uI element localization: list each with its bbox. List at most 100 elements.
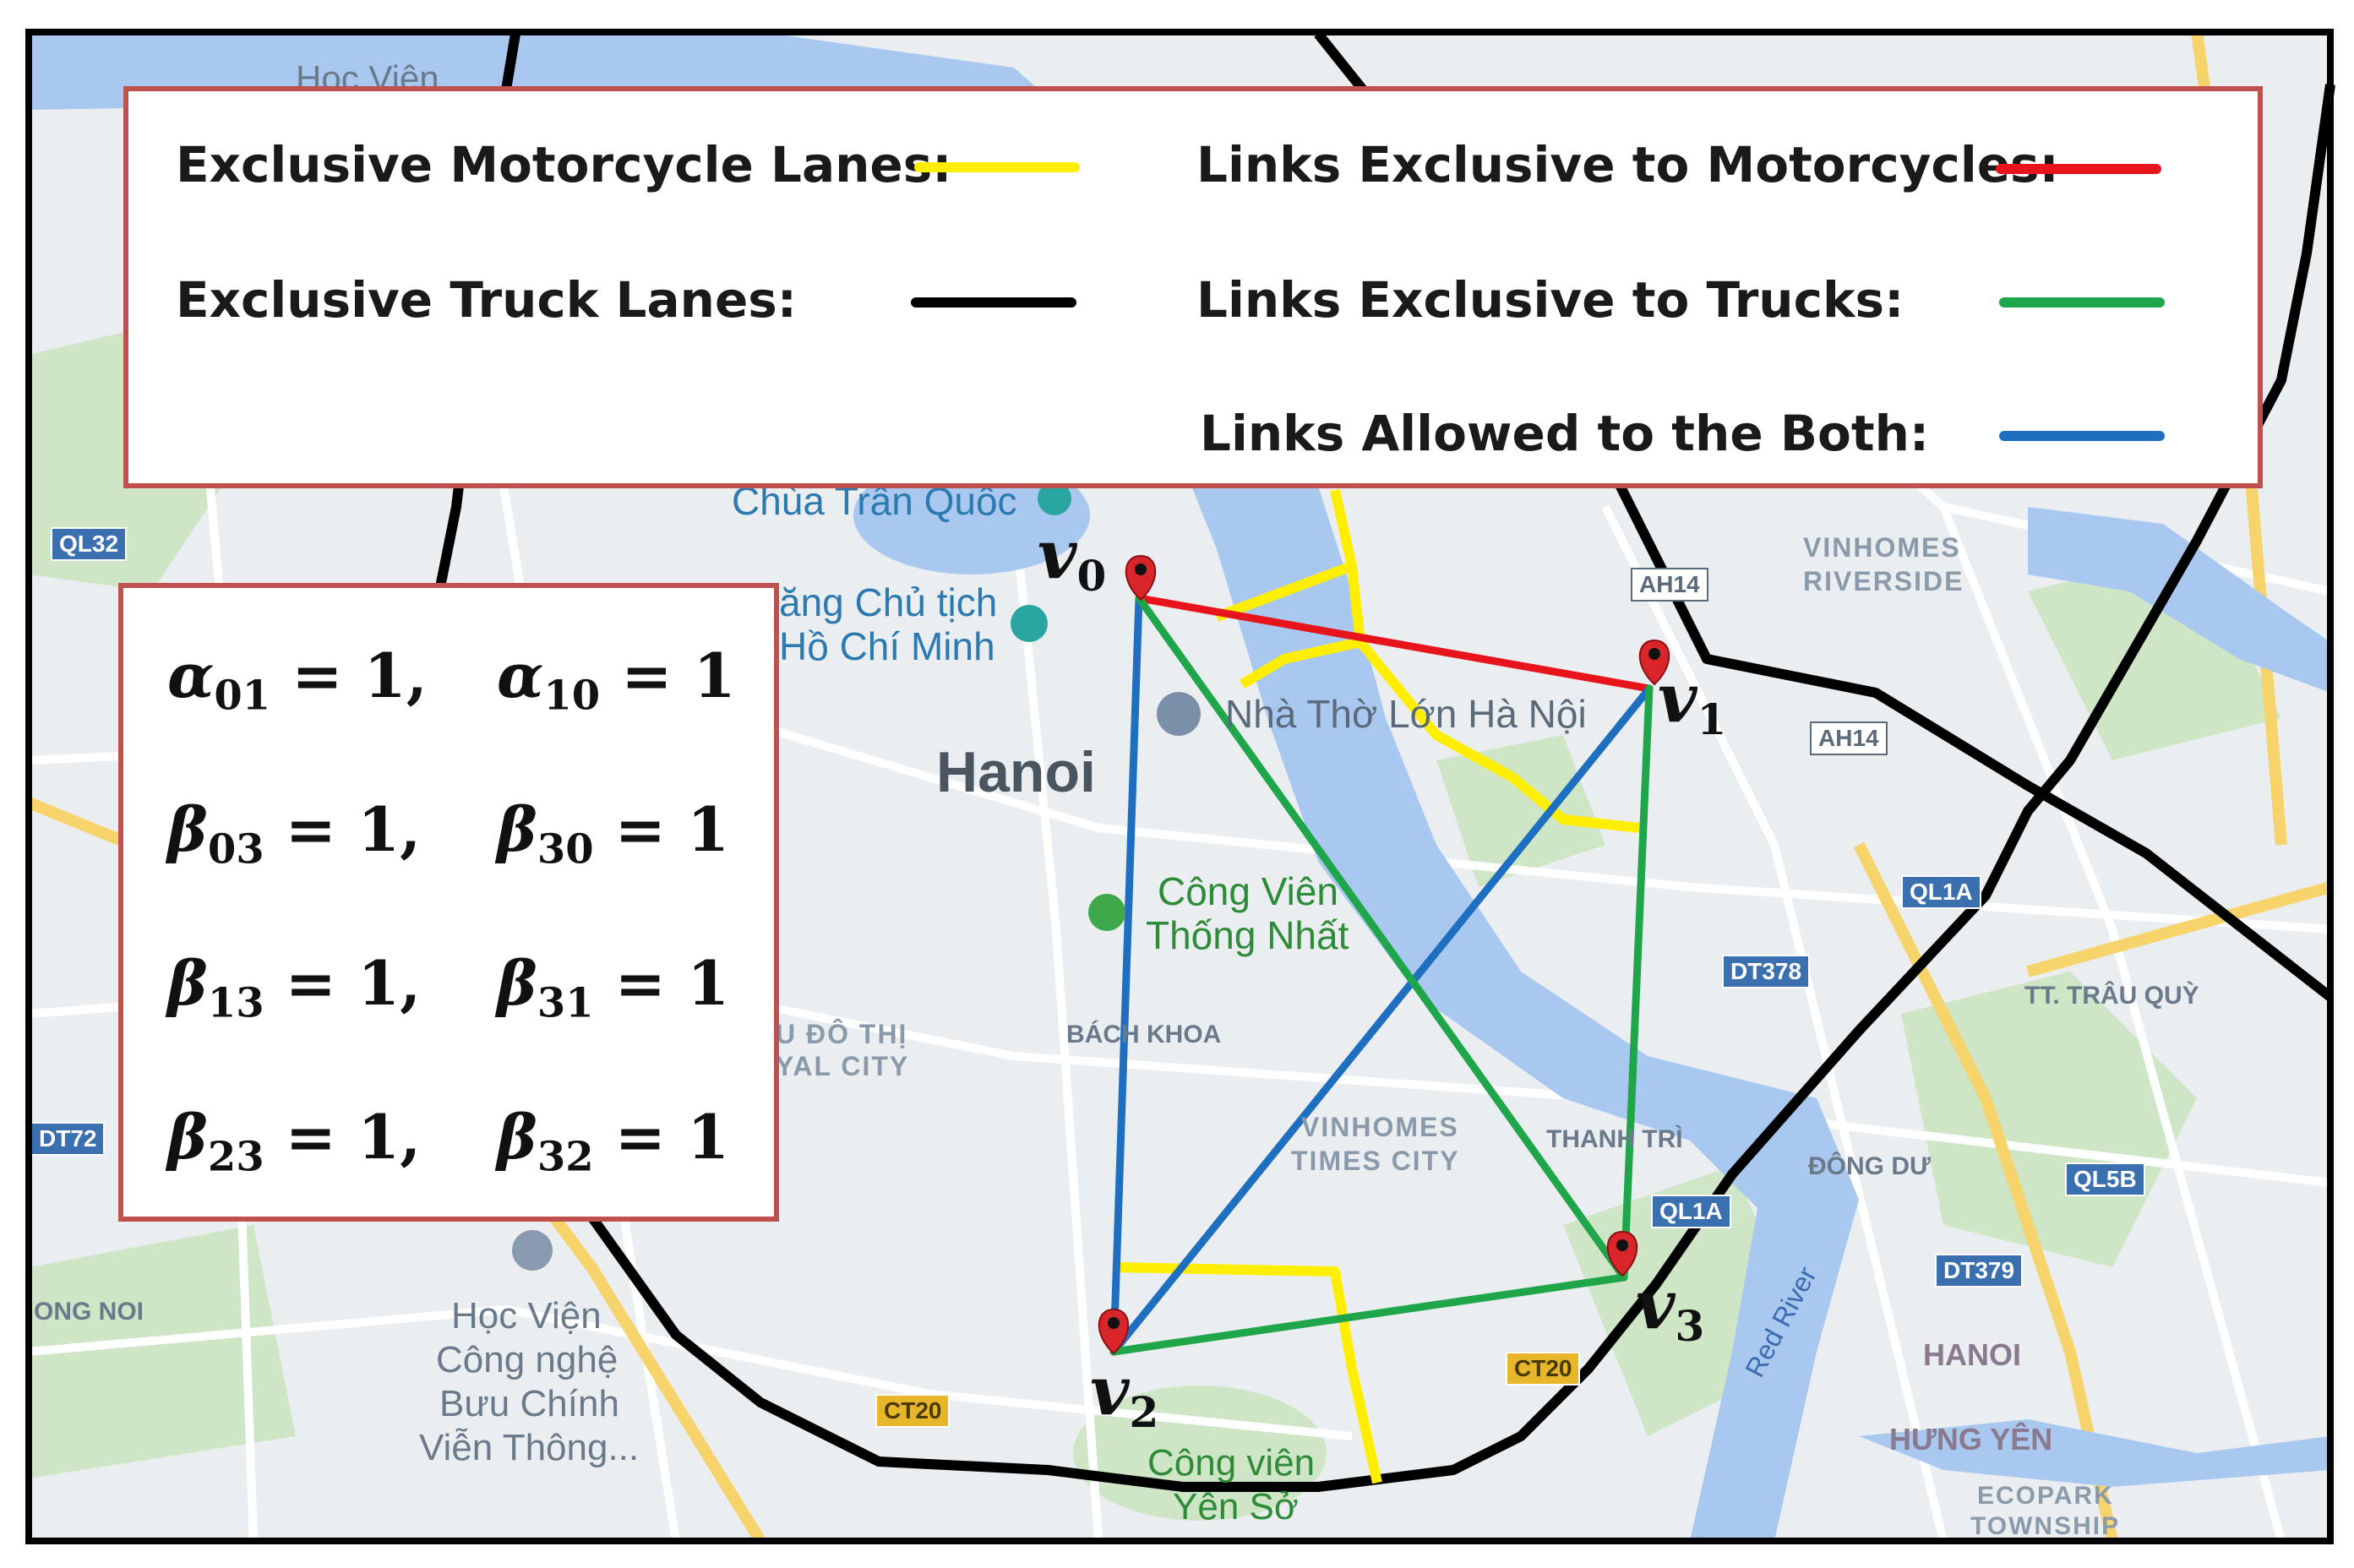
- eq-subscript: 13: [207, 979, 264, 1027]
- label-vien-thong: Viễn Thông...: [419, 1427, 640, 1468]
- eq-value: = 1: [600, 640, 736, 711]
- eq-beta-23: β23 = 1,: [167, 1107, 421, 1181]
- legend-swatch-truck-lanes: [911, 297, 1076, 308]
- legend-label-truck-lanes: Exclusive Truck Lanes:: [176, 271, 797, 329]
- shield-ct20: CT20: [1506, 1352, 1581, 1386]
- network-links: [1109, 594, 1654, 1356]
- label-vinhomes-riverside: VINHOMES: [1803, 532, 1961, 563]
- label-hoc-vien: Học Viện: [451, 1295, 602, 1337]
- link-v2-v3-truck: [1109, 1273, 1628, 1356]
- temple-icon: [1038, 482, 1071, 515]
- eq-symbol: β: [167, 947, 208, 1019]
- node-subscript: 1: [1697, 694, 1727, 744]
- shield-ah14-a: AH14: [1631, 568, 1708, 602]
- eq-value: = 1,: [264, 947, 422, 1019]
- label-vinhomes-times: VINHOMES: [1301, 1112, 1459, 1142]
- shield-ct20-b: CT20: [875, 1394, 951, 1428]
- node-pins: [1098, 554, 1670, 1355]
- node-label-v3: v3: [1636, 1271, 1704, 1348]
- church-icon: [1157, 692, 1201, 736]
- node-subscript: 0: [1076, 551, 1107, 601]
- moto-lane-branch-2: [1239, 637, 1362, 689]
- eq-symbol: α: [497, 640, 544, 711]
- label-thong-nhat: Thống Nhất: [1146, 913, 1349, 957]
- legend-label-moto-links: Links Exclusive to Motorcycles:: [1196, 136, 2059, 193]
- label-nha-tho: Nhà Thờ Lớn Hà Nội: [1225, 692, 1587, 736]
- node-symbol: v: [1038, 514, 1077, 594]
- eq-symbol: β: [497, 793, 537, 865]
- shield-dt379: DT379: [1935, 1254, 2024, 1288]
- node-label-v0: v0: [1038, 520, 1106, 597]
- node-symbol: v: [1658, 658, 1697, 738]
- shield-ql32: QL32: [51, 527, 128, 561]
- eq-value: = 1: [593, 947, 730, 1019]
- eq-value: = 1,: [264, 1101, 422, 1173]
- eq-symbol: β: [167, 1101, 208, 1173]
- label-hanoi-small: HANOI: [1923, 1337, 2021, 1372]
- eq-alpha-10: α10 = 1: [497, 645, 736, 716]
- node-symbol: v: [1636, 1265, 1676, 1344]
- label-do-thi: U ĐÔ THỊ: [776, 1019, 908, 1049]
- park-icon: [1088, 894, 1125, 931]
- legend-swatch-moto-links: [1996, 164, 2161, 174]
- eq-subscript: 30: [537, 825, 594, 874]
- eq-beta-32: β32 = 1: [497, 1107, 729, 1178]
- shield-dt72: DT72: [30, 1122, 106, 1156]
- link-v0-v2-both: [1109, 594, 1143, 1356]
- eq-subscript: 23: [207, 1133, 264, 1181]
- label-ong-noi: ONG NOI: [34, 1298, 144, 1326]
- eq-subscript: 01: [214, 672, 271, 720]
- node-symbol: v: [1090, 1351, 1130, 1430]
- link-v0-v3-truck: [1135, 594, 1628, 1282]
- shield-ql5b: QL5B: [2065, 1162, 2145, 1196]
- park-areas: [29, 321, 2281, 1521]
- eq-subscript: 31: [537, 979, 594, 1027]
- label-cong-nghe: Công nghệ: [436, 1339, 618, 1380]
- eq-symbol: β: [167, 793, 208, 865]
- moto-lane-branch-1: [1214, 561, 1354, 622]
- legend-label-truck-links: Links Exclusive to Trucks:: [1196, 271, 1904, 329]
- pin-v3-icon: [1606, 1230, 1638, 1277]
- museum-icon: [1011, 605, 1048, 642]
- eq-alpha-01: α01 = 1,: [167, 645, 428, 716]
- node-label-v2: v2: [1090, 1357, 1158, 1434]
- pin-v1-icon: [1638, 639, 1670, 686]
- label-buu-chinh: Bưu Chính: [439, 1383, 619, 1424]
- eq-symbol: β: [497, 1101, 537, 1173]
- label-ho-chi-minh: Hồ Chí Minh: [779, 624, 995, 668]
- node-subscript: 2: [1129, 1387, 1159, 1437]
- eq-symbol: β: [497, 947, 537, 1019]
- label-cong-vien-yen-so: Công viên: [1147, 1442, 1316, 1484]
- label-hung-yen: HƯNG YÊN: [1889, 1422, 2053, 1456]
- link-v1-v2-both: [1109, 684, 1654, 1356]
- eq-value: = 1: [593, 793, 730, 865]
- eq-subscript: 10: [543, 672, 601, 720]
- eq-value: = 1,: [264, 793, 422, 865]
- shield-ah14-b: AH14: [1810, 721, 1888, 755]
- legend-swatch-both-links: [1999, 431, 2165, 441]
- label-times-city: TIMES CITY: [1291, 1146, 1460, 1176]
- label-yen-so: Yên Sở: [1173, 1486, 1299, 1527]
- node-label-v1: v1: [1658, 664, 1726, 741]
- eq-beta-13: β13 = 1,: [167, 953, 421, 1027]
- label-bach-khoa: BÁCH KHOA: [1066, 1021, 1222, 1048]
- pin-v0-icon: [1125, 554, 1157, 602]
- link-v1-v3-truck: [1620, 684, 1654, 1282]
- label-thanh-tri: THANH TRÌ: [1546, 1125, 1683, 1153]
- equations-box: α01 = 1, α10 = 1 β03 = 1, β30 = 1 β13 = …: [118, 583, 779, 1222]
- eq-value: = 1: [593, 1101, 730, 1173]
- label-riverside: RIVERSIDE: [1803, 566, 1964, 596]
- shield-ql1a-b: QL1A: [1651, 1195, 1731, 1228]
- pin-v2-icon: [1098, 1308, 1130, 1355]
- school-icon: [512, 1230, 553, 1271]
- eq-symbol: α: [167, 640, 215, 711]
- label-trau-quy: TT. TRÂU QUỲ: [2024, 982, 2199, 1010]
- exclusive-motorcycle-lanes: [1114, 488, 1640, 1484]
- legend-swatch-truck-links: [1999, 297, 2165, 308]
- shield-dt378: DT378: [1722, 955, 1811, 988]
- label-township: TOWNSHIP: [1970, 1512, 2121, 1540]
- legend-swatch-motorcycle-lanes: [914, 162, 1080, 172]
- eq-beta-31: β31 = 1: [497, 953, 729, 1027]
- legend-label-motorcycle-lanes: Exclusive Motorcycle Lanes:: [176, 136, 952, 193]
